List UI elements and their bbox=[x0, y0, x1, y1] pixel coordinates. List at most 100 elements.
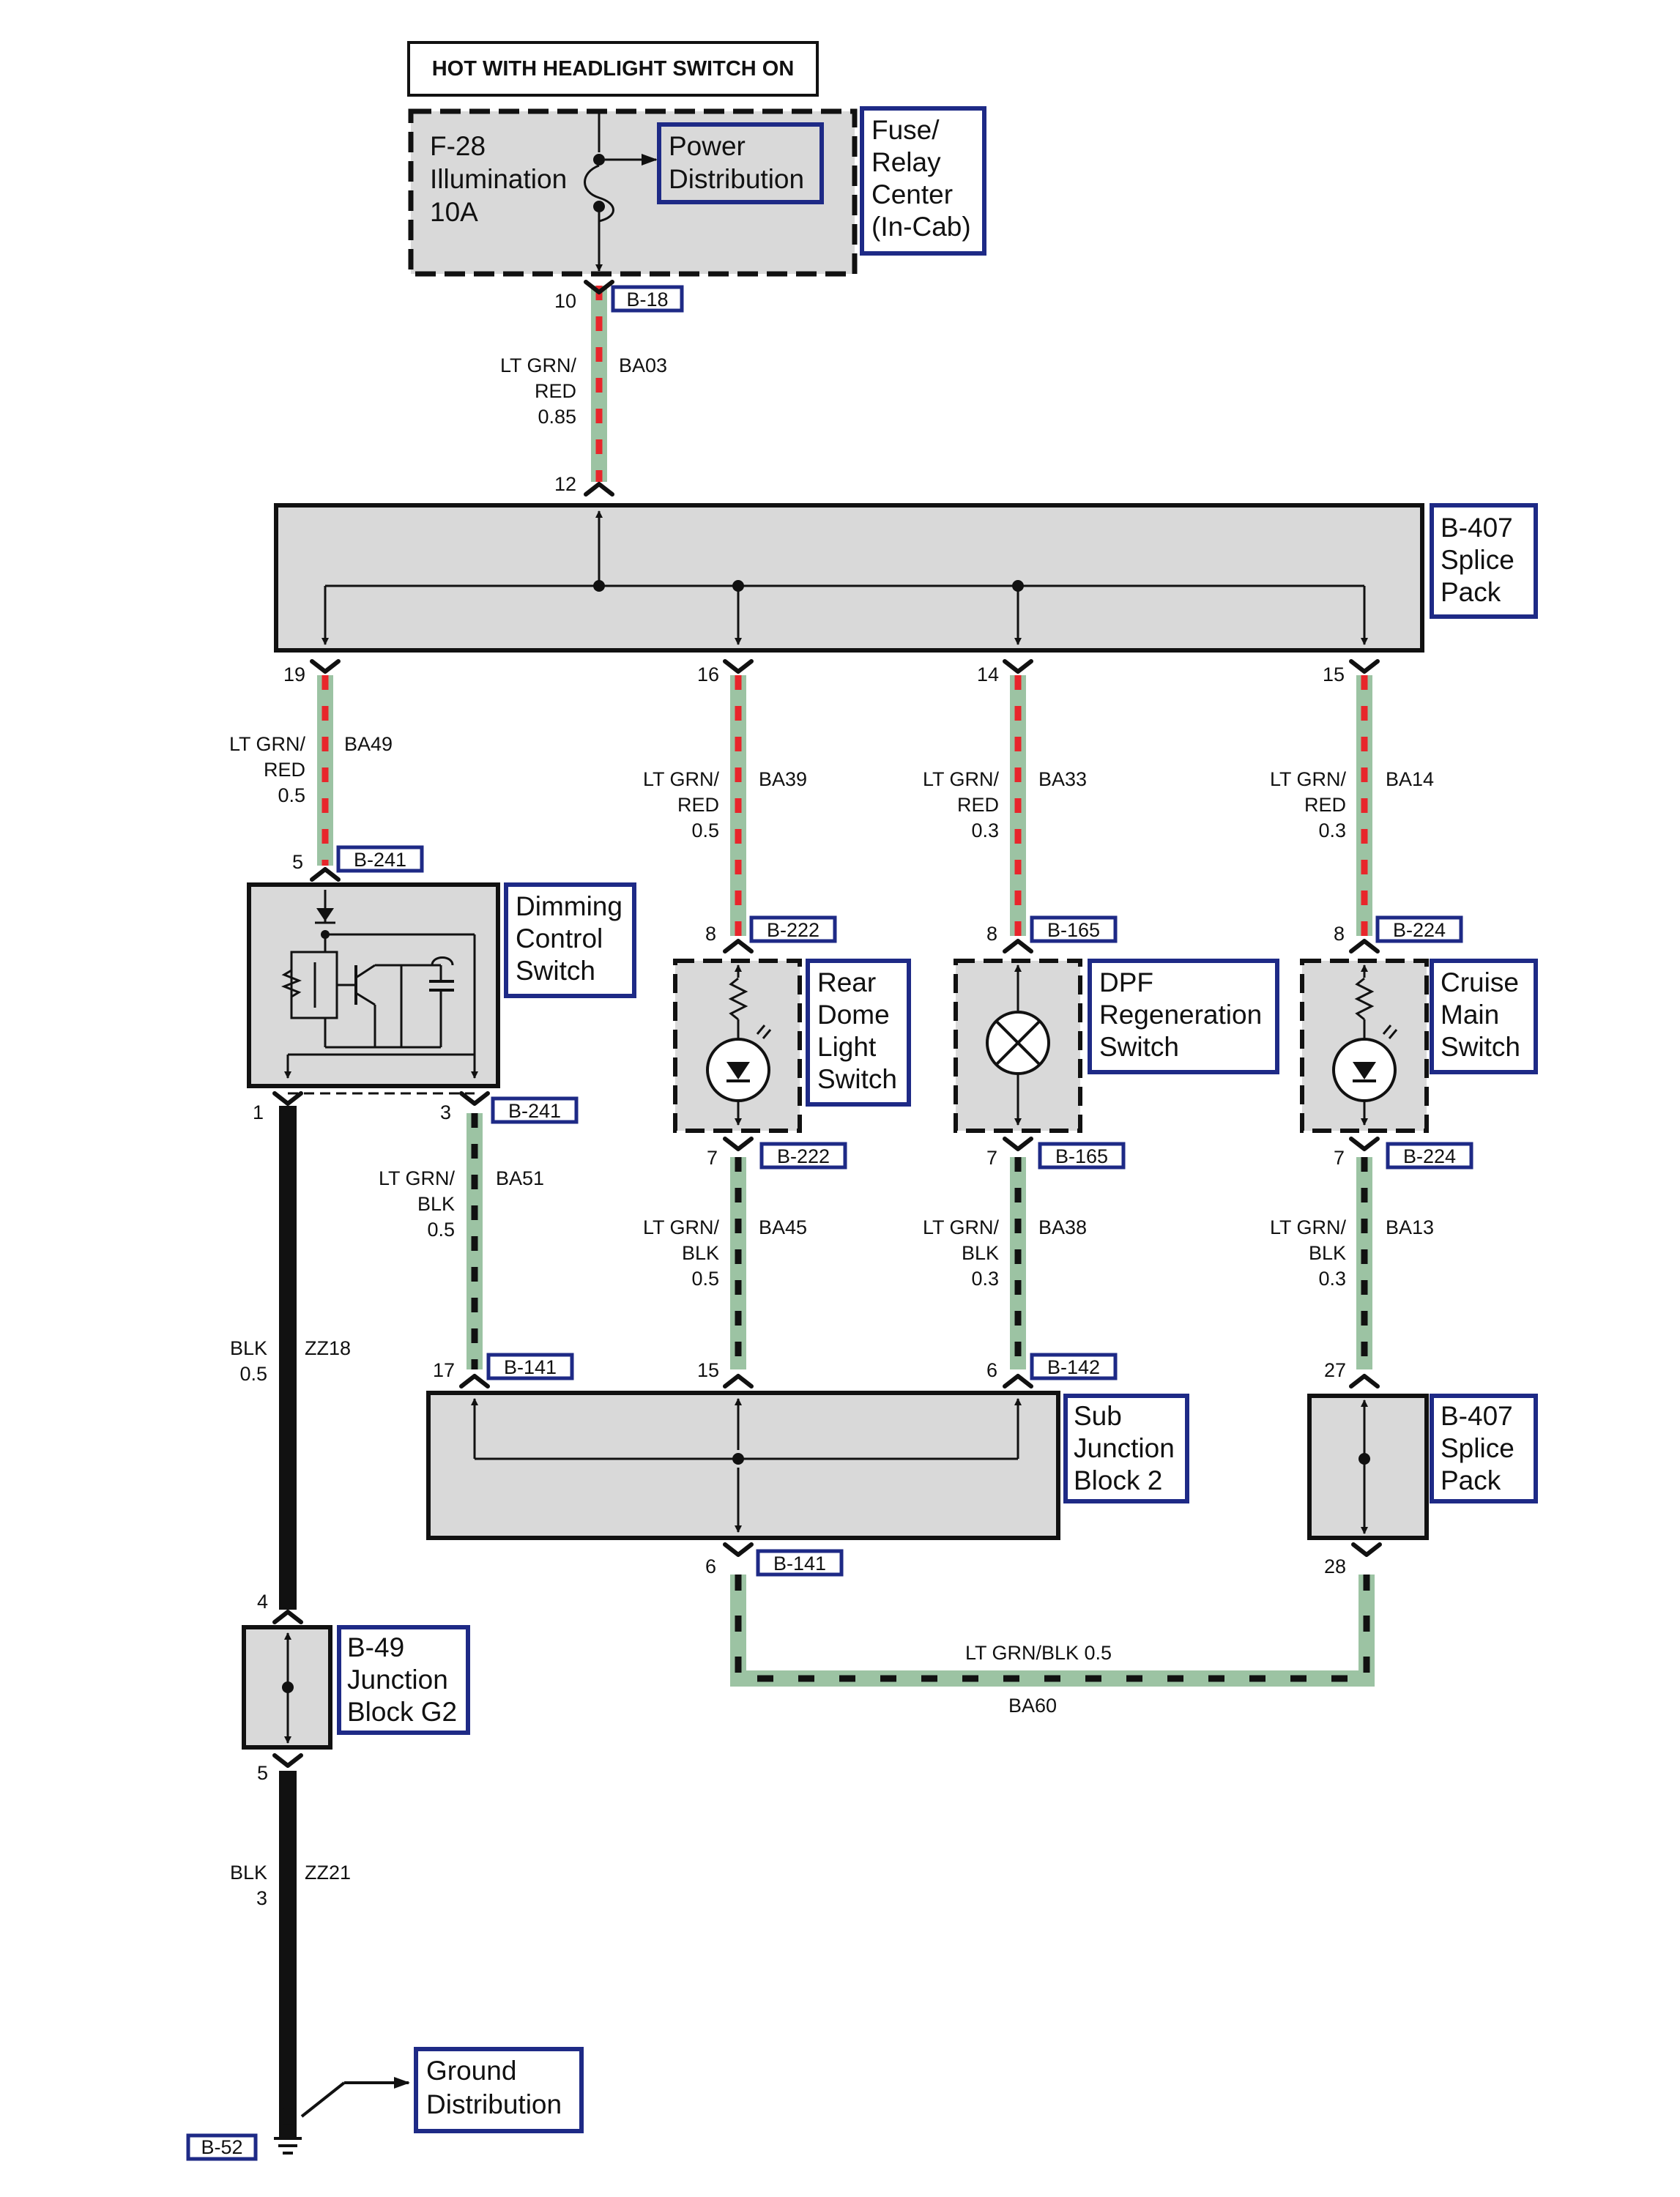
splice-pack-bottom-name-2: Splice bbox=[1441, 1433, 1514, 1463]
connector-pin-chevron bbox=[723, 939, 754, 953]
wire-ba38-color-3: 0.3 bbox=[971, 1268, 999, 1290]
connector-tag-b52[interactable] bbox=[186, 2133, 258, 2161]
wire-ba33-color-1: LT GRN/ bbox=[923, 768, 1000, 790]
connector-tag-b222-out[interactable] bbox=[759, 1142, 847, 1170]
dimming-switch-name-2: Control bbox=[516, 923, 603, 953]
connector-b224-out-text: B-224 bbox=[1403, 1145, 1456, 1167]
splice-pack-top-name-2: Splice bbox=[1441, 545, 1514, 575]
fuse-center-name-line-2: Relay bbox=[871, 147, 941, 177]
cruise-name-1: Cruise bbox=[1441, 967, 1519, 997]
connector-tag-b224-in[interactable] bbox=[1375, 915, 1463, 943]
wire-ba33-color-2: RED bbox=[957, 794, 999, 816]
pin-10: 10 bbox=[554, 290, 576, 312]
splice-pack-bottom-name-box bbox=[1430, 1394, 1538, 1503]
connector-tag-b222-in[interactable] bbox=[749, 915, 837, 943]
power-condition-header: HOT WITH HEADLIGHT SWITCH ON bbox=[407, 41, 819, 97]
pin-5-g2: 5 bbox=[257, 1762, 268, 1784]
connector-tag-b165-in[interactable] bbox=[1030, 915, 1118, 943]
wire-ba60[interactable] bbox=[730, 1575, 1375, 1687]
sub-junction-name-2: Junction bbox=[1074, 1433, 1175, 1463]
splice-pack-bottom: B-407 Splice Pack bbox=[1307, 1394, 1538, 1540]
wire-ba49-color-1: LT GRN/ bbox=[229, 733, 306, 755]
connector-b241-out-text: B-241 bbox=[508, 1100, 561, 1122]
connector-b224-in-text: B-224 bbox=[1393, 919, 1446, 941]
wire-ba39-color-2: RED bbox=[677, 794, 719, 816]
connector-pin-chevron bbox=[459, 1374, 490, 1389]
connector-pins bbox=[272, 280, 1382, 1768]
ground-distribution-line-1: Ground bbox=[426, 2056, 516, 2086]
connector-tag-b224-out[interactable] bbox=[1386, 1142, 1473, 1170]
pin-3-dimming: 3 bbox=[440, 1101, 451, 1123]
wire-ba14-color-2: RED bbox=[1304, 794, 1346, 816]
wire-ba03-circuit: BA03 bbox=[619, 354, 667, 376]
wire-ba03-color-1: LT GRN/ bbox=[500, 354, 577, 376]
connector-tag-b141-out[interactable] bbox=[756, 1549, 844, 1577]
connector-pin-chevron bbox=[723, 1542, 754, 1557]
resistor-icon bbox=[728, 977, 748, 1021]
connector-tag-b141-in[interactable] bbox=[486, 1353, 574, 1380]
sub-junction-block-2: Sub Junction Block 2 bbox=[426, 1391, 1189, 1540]
splice-pack-bottom-name-1: B-407 bbox=[1441, 1401, 1513, 1431]
dpf-regeneration-switch: DPF Regeneration Switch bbox=[954, 959, 1279, 1133]
splice-pack-bottom-name-3: Pack bbox=[1441, 1465, 1501, 1495]
wire-ba13-color-2: BLK bbox=[1309, 1242, 1346, 1264]
connector-pin-chevron bbox=[584, 482, 614, 497]
connector-tag-b165-out[interactable] bbox=[1038, 1142, 1126, 1170]
connector-pin-chevron bbox=[272, 1091, 303, 1106]
wire-ba13-color-1: LT GRN/ bbox=[1270, 1216, 1347, 1238]
junction-g2-name-2: Junction bbox=[347, 1665, 448, 1695]
connector-pin-chevron bbox=[1349, 659, 1380, 674]
connector-tag-b241-out[interactable] bbox=[491, 1096, 579, 1124]
connector-pin-chevron bbox=[723, 1374, 754, 1389]
pin-8-rear-dome: 8 bbox=[705, 923, 716, 945]
junction-g2-name-1: B-49 bbox=[347, 1632, 404, 1662]
power-distribution-line-2: Distribution bbox=[669, 164, 804, 194]
wire-ba38-color-2: BLK bbox=[962, 1242, 999, 1264]
wire-ba14-circuit: BA14 bbox=[1386, 768, 1434, 790]
wire-ba45-color-1: LT GRN/ bbox=[643, 1216, 720, 1238]
dpf-name-2: Regeneration bbox=[1099, 1000, 1262, 1030]
pin-28: 28 bbox=[1324, 1555, 1346, 1577]
fuse-relay-center: F-28 Illumination 10A Power Distribution… bbox=[408, 106, 986, 277]
fuse-label-line-2: Illumination bbox=[430, 164, 567, 194]
connector-pin-chevron bbox=[272, 1753, 303, 1768]
wire-ba51-color-1: LT GRN/ bbox=[379, 1167, 456, 1189]
fuse-center-name-line-4: (In-Cab) bbox=[871, 212, 971, 242]
dimming-switch-name-1: Dimming bbox=[516, 891, 622, 921]
pin-7-cruise: 7 bbox=[1334, 1147, 1345, 1169]
fuse-center-name-line-3: Center bbox=[871, 179, 953, 209]
wire-ba51-color-2: BLK bbox=[417, 1193, 455, 1215]
pin-8-cruise: 8 bbox=[1334, 923, 1345, 945]
dpf-name-3: Switch bbox=[1099, 1032, 1179, 1062]
wire-ba39-color-1: LT GRN/ bbox=[643, 768, 720, 790]
connector-tags: B-18 B-241 B-222 B-165 B-224 B-241 B-222… bbox=[336, 285, 1473, 1577]
ground-distribution-link[interactable] bbox=[414, 2047, 584, 2133]
ground-distribution-line-2: Distribution bbox=[426, 2089, 562, 2119]
connector-pin-chevron bbox=[459, 1091, 490, 1106]
connector-tag-b142[interactable] bbox=[1030, 1353, 1118, 1380]
wire-labels: LT GRN/ RED 0.85 BA03 LT GRN/ RED 0.5 BA… bbox=[229, 354, 1434, 1909]
wire-ba60-color: LT GRN/BLK 0.5 bbox=[965, 1642, 1112, 1664]
wire-zz18-color-2: 0.5 bbox=[239, 1363, 267, 1385]
connector-pin-chevron bbox=[1349, 939, 1380, 953]
cruise-name-box bbox=[1430, 959, 1538, 1074]
rear-dome-name-box bbox=[806, 959, 911, 1107]
wire-ba51-circuit: BA51 bbox=[496, 1167, 544, 1189]
wire-ba38-color-1: LT GRN/ bbox=[923, 1216, 1000, 1238]
pin-6-sub-out: 6 bbox=[705, 1555, 716, 1577]
sub-junction-name-3: Block 2 bbox=[1074, 1465, 1162, 1495]
wire-zz21-color-1: BLK bbox=[230, 1862, 267, 1884]
connector-tag-b18[interactable] bbox=[611, 285, 684, 313]
fuse-center-name-box bbox=[860, 106, 986, 256]
power-distribution-link[interactable] bbox=[657, 122, 824, 204]
connector-pin-chevron bbox=[1003, 1137, 1033, 1151]
connector-tag-b241-in[interactable] bbox=[336, 845, 424, 873]
dimming-switch-name-3: Switch bbox=[516, 956, 595, 986]
wire-ba39-circuit: BA39 bbox=[759, 768, 807, 790]
rear-dome-name-4: Switch bbox=[817, 1064, 897, 1094]
wire-zz18-color-1: BLK bbox=[230, 1337, 267, 1359]
junction-block-g2: B-49 Junction Block G2 bbox=[242, 1625, 470, 1750]
ground: Ground Distribution B-52 bbox=[186, 2047, 584, 2161]
pin-15-sub: 15 bbox=[697, 1359, 719, 1381]
